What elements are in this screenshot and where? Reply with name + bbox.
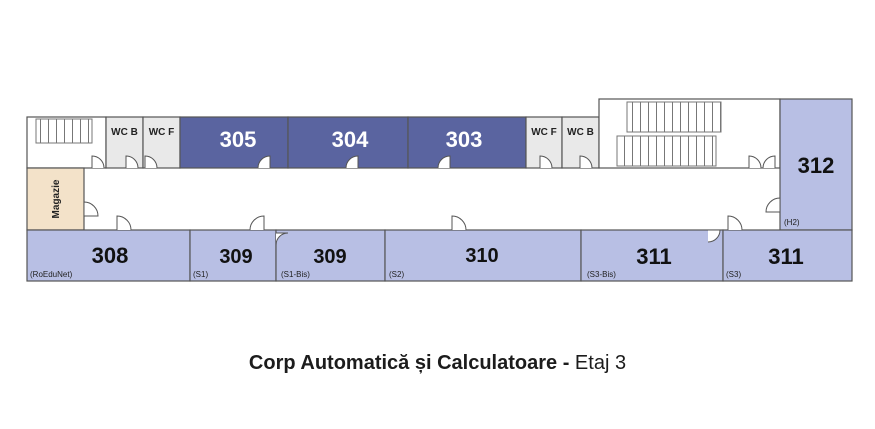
- door-icon: [345, 155, 359, 169]
- door-icon: [727, 215, 743, 231]
- door-icon: [275, 232, 289, 246]
- wc-f-right-label: WC F: [531, 127, 557, 138]
- door-icon: [762, 155, 776, 169]
- room-312[interactable]: [779, 98, 853, 231]
- room-311-s3-bis-label: 311: [636, 244, 672, 269]
- room-308-label: 308: [92, 243, 129, 268]
- storage-magazie[interactable]: [26, 167, 85, 231]
- door-icon: [748, 155, 762, 169]
- door-icon: [579, 155, 593, 169]
- storage-magazie-label: Magazie: [51, 179, 62, 218]
- room-308[interactable]: [26, 229, 191, 282]
- room-311-s3[interactable]: [722, 229, 853, 282]
- door-icon: [249, 215, 265, 231]
- room-310-label: 310: [465, 245, 498, 267]
- room-311-s3-label: 311: [768, 244, 804, 269]
- door-icon: [765, 197, 781, 213]
- wc-b-right-label: WC B: [567, 127, 594, 138]
- room-311-s3-bis-sublabel: (S3-Bis): [587, 270, 616, 279]
- floor-caption: Corp Automatică și Calculatoare - Etaj 3: [0, 352, 875, 375]
- caption-title: Corp Automatică și Calculatoare -: [248, 352, 570, 374]
- stairs-right-upper-icon: [626, 101, 722, 133]
- room-312-label: 312: [798, 153, 835, 178]
- room-309-s1-bis-label: 309: [313, 246, 346, 268]
- room-309-s1-bis[interactable]: [275, 229, 386, 282]
- wc-f-left[interactable]: [142, 116, 181, 169]
- room-311-s3-sublabel: (S3): [726, 270, 741, 279]
- door-icon: [257, 155, 271, 169]
- door-icon: [144, 155, 158, 169]
- door-icon: [539, 155, 553, 169]
- room-303-label: 303: [446, 127, 483, 152]
- door-icons: [83, 155, 781, 246]
- caption-floor: Etaj 3: [569, 352, 627, 374]
- room-312-sublabel: (H2): [784, 218, 800, 227]
- corridor: [83, 167, 781, 231]
- door-icon: [91, 155, 105, 169]
- room-304[interactable]: [287, 116, 409, 169]
- room-309-s1-label: 309: [219, 246, 252, 268]
- room-309-s1[interactable]: [189, 229, 277, 282]
- wc-b-left[interactable]: [105, 116, 144, 169]
- room-310-sublabel: (S2): [389, 270, 404, 279]
- room-308-sublabel: (RoEduNet): [30, 270, 73, 279]
- door-icon: [437, 155, 451, 169]
- room-309-s1-sublabel: (S1): [193, 270, 208, 279]
- room-305-label: 305: [220, 127, 257, 152]
- door-icon: [116, 215, 132, 231]
- room-309-s1-bis-sublabel: (S1-Bis): [281, 270, 310, 279]
- wc-b-left-label: WC B: [111, 127, 138, 138]
- door-icon: [83, 201, 99, 217]
- stairs-right-lower-icon: [616, 135, 717, 167]
- room-303[interactable]: [407, 116, 527, 169]
- room-311-s3-bis[interactable]: [580, 229, 724, 282]
- door-icon: [451, 215, 467, 231]
- door-icon: [125, 155, 139, 169]
- stairs-left-icon: [35, 118, 93, 144]
- door-icon: [707, 229, 721, 243]
- wc-f-left-label: WC F: [149, 127, 175, 138]
- room-304-label: 304: [332, 127, 369, 152]
